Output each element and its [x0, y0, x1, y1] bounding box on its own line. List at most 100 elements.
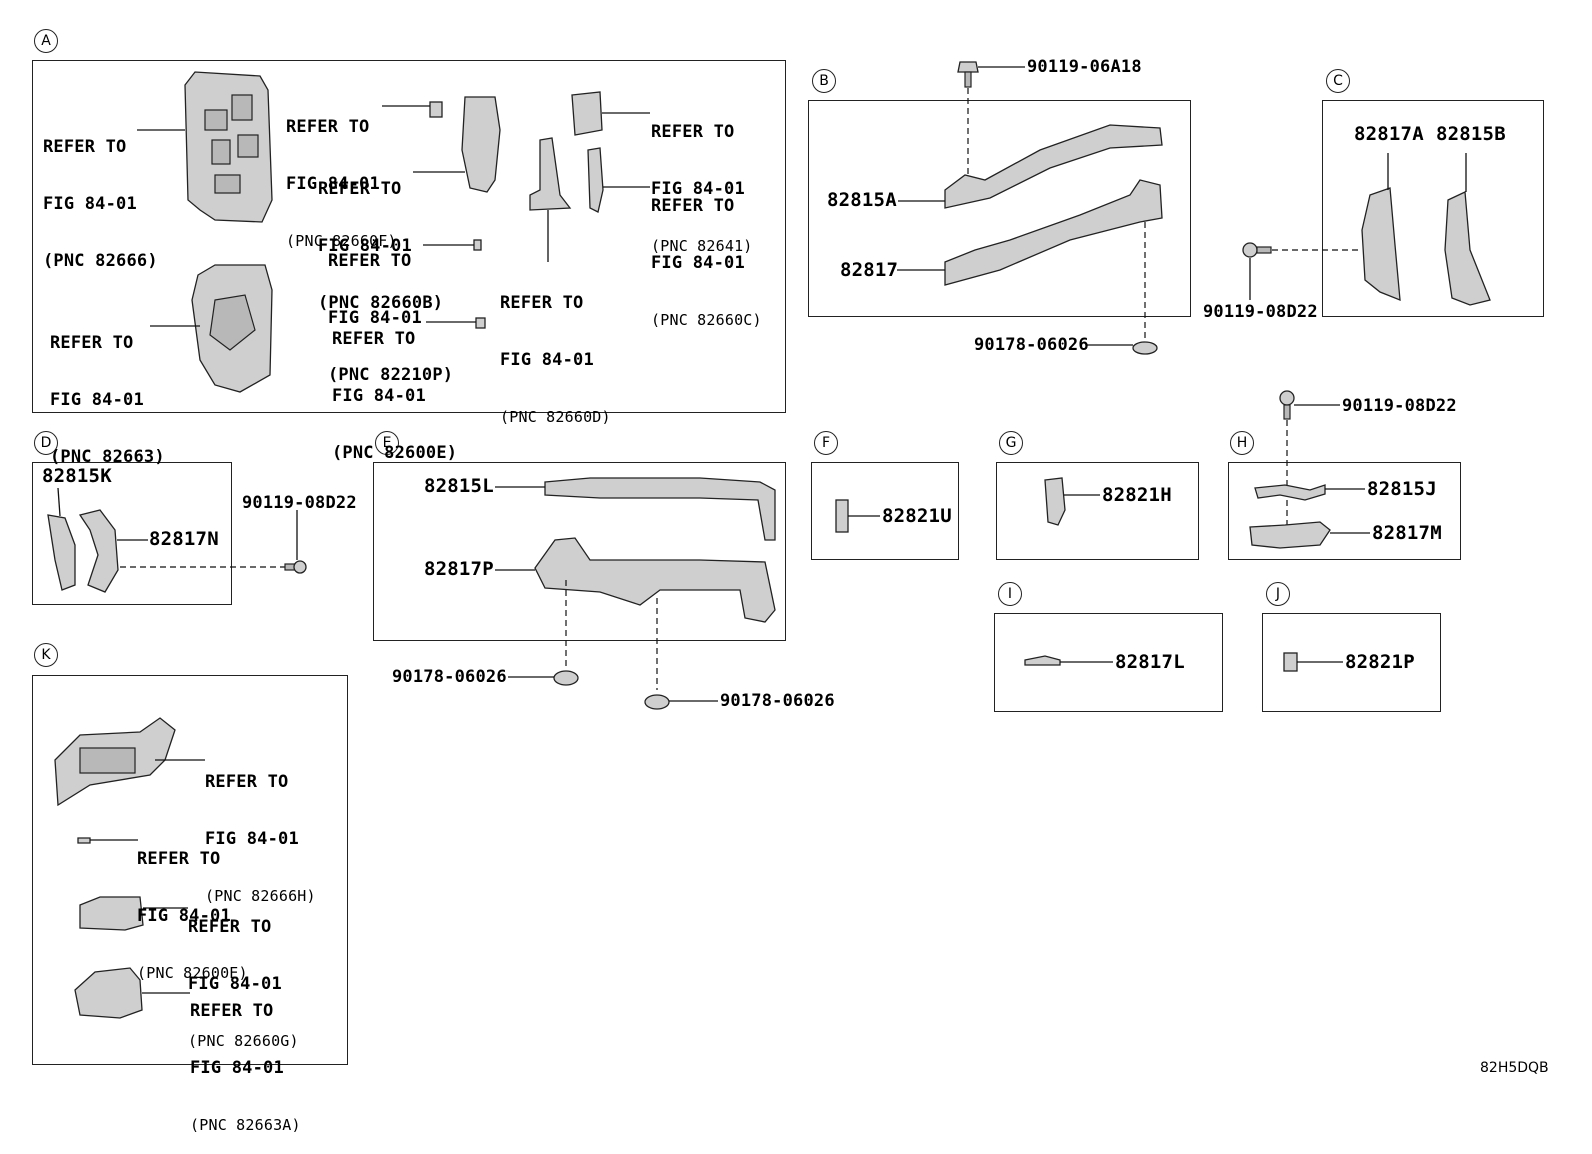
part-label-c-b: 82815B [1436, 123, 1506, 145]
pnc-text: (PNC 82210P) [328, 365, 454, 385]
section-marker-i: I [998, 582, 1022, 606]
refer-label-k1: REFER TO FIG 84-01 (PNC 82666H) [205, 735, 316, 925]
fig-ref-text: FIG 84-01 [137, 906, 231, 926]
pnc-text: (PNC 82660G) [188, 1032, 299, 1050]
refer-to-text: REFER TO [500, 293, 584, 313]
part-label-d-a: 82815K [42, 465, 112, 487]
clip-e2-90178-06026-part [644, 694, 670, 710]
section-marker-e: E [375, 431, 399, 455]
bracket-82666h-part [54, 717, 176, 807]
bolt-90119-06a18-part [957, 61, 979, 88]
harness-lower-82817-part [944, 179, 1163, 286]
panel-h [1228, 462, 1461, 560]
refer-label-a2: REFER TO FIG 84-01 (PNC 82660F) [286, 80, 397, 270]
part-label-b-upper: 82815A [827, 189, 897, 211]
part-label-f: 82821U [882, 505, 952, 527]
connector-82660f-part [429, 101, 443, 118]
refer-label-k4: REFER TO FIG 84-01 (PNC 82663A) [190, 964, 301, 1154]
fig-ref-text: FIG 84-01 [500, 350, 594, 370]
block-82660b-part [461, 96, 501, 193]
relay-82641-part [571, 91, 603, 136]
part-label-e-clip2: 90178-06026 [720, 691, 835, 711]
panel-d [32, 462, 232, 605]
fuse-82600e-part [475, 317, 486, 329]
bracket-82815b-part [1444, 191, 1491, 306]
panel-g [996, 462, 1199, 560]
panel-b [808, 100, 1191, 317]
refer-label-a3: REFER TO FIG 84-01 (PNC 82660B) [318, 142, 443, 332]
refer-to-text: REFER TO [286, 117, 370, 137]
parts-artwork [47, 61, 1491, 1019]
diagram-code: 82H5DQB [1480, 1060, 1549, 1076]
pnc-text: (PNC 82660D) [500, 408, 611, 426]
refer-to-text: REFER TO [190, 1001, 274, 1021]
refer-to-text: REFER TO [205, 772, 289, 792]
section-marker-c: C [1326, 69, 1350, 93]
harness-82815j-part [1254, 484, 1326, 501]
part-label-i: 82817L [1115, 651, 1185, 673]
panel-a [32, 60, 786, 413]
pnc-text: (PNC 82660B) [318, 293, 444, 313]
fig-ref-text: FIG 84-01 [205, 829, 299, 849]
part-label-b-clip: 90178-06026 [974, 335, 1089, 355]
block-82660g-part [79, 896, 144, 931]
clip-e1-90178-06026-part [553, 670, 579, 686]
bracket-82817a-part [1361, 187, 1401, 301]
part-label-h-bolt: 90119-08D22 [1342, 396, 1457, 416]
refer-to-text: REFER TO [328, 251, 412, 271]
part-label-e-upper: 82815L [424, 475, 494, 497]
panel-e [373, 462, 786, 641]
fig-ref-text: FIG 84-01 [286, 174, 380, 194]
pnc-text: (PNC 82666) [43, 251, 158, 271]
fuse-82210p-part [473, 239, 482, 251]
pnc-text: (PNC 82600E) [137, 964, 248, 982]
bracket-82817n-part [78, 509, 119, 593]
panel-k [32, 675, 348, 1065]
harness-upper-82815a-part [944, 124, 1163, 209]
part-label-g: 82821H [1102, 484, 1172, 506]
bolt-d-90119-08d22-part [284, 560, 307, 574]
clip-82817l-part [1024, 655, 1061, 666]
fuse-k-82600e-part [77, 837, 91, 844]
section-marker-k: K [34, 643, 58, 667]
refer-label-a4: REFER TO FIG 84-01 (PNC 82210P) [328, 214, 453, 404]
fig-ref-text: FIG 84-01 [332, 386, 426, 406]
part-label-b-lower: 82817 [840, 259, 899, 281]
pnc-text: (PNC 82666H) [205, 887, 316, 905]
harness-lower-82817p-part [534, 537, 776, 623]
harness-upper-82815l-part [544, 477, 776, 541]
section-marker-j: J [1266, 582, 1290, 606]
part-label-h-upper: 82815J [1367, 478, 1437, 500]
panel-i [994, 613, 1223, 712]
clip-82821p-part [1283, 652, 1298, 672]
refer-label-k3: REFER TO FIG 84-01 (PNC 82660G) [188, 880, 299, 1070]
fig-ref-text: FIG 84-01 [651, 179, 745, 199]
bolt-c-90119-08d22-part [1242, 242, 1272, 258]
clip-82821u-part [835, 499, 849, 533]
bracket-82815k-part [47, 514, 76, 591]
pnc-text: (PNC 82663A) [190, 1116, 301, 1134]
part-label-c-bolt: 90119-08D22 [1203, 302, 1318, 322]
refer-label-a7: REFER TO FIG 84-01 (PNC 82641) [651, 85, 753, 275]
refer-label-k2: REFER TO FIG 84-01 (PNC 82600E) [137, 812, 248, 1002]
pnc-text: (PNC 82600E) [332, 443, 458, 463]
fig-ref-text: FIG 84-01 [188, 974, 282, 994]
refer-label-a9: REFER TO FIG 84-01 (PNC 82660D) [500, 256, 611, 446]
refer-label-a5: REFER TO FIG 84-01 (PNC 82600E) [332, 292, 457, 482]
bolt-h-90119-08d22-part [1279, 390, 1295, 420]
section-marker-h: H [1230, 431, 1254, 455]
panel-f [811, 462, 959, 560]
cover-82663-part [191, 264, 273, 393]
part-label-b-bolt: 90119-06A18 [1027, 57, 1142, 77]
fig-ref-text: FIG 84-01 [43, 194, 137, 214]
section-marker-b: B [812, 69, 836, 93]
harness-82817m-part [1249, 521, 1331, 549]
refer-to-text: REFER TO [651, 196, 735, 216]
fig-ref-text: FIG 84-01 [190, 1058, 284, 1078]
connector-82660c-part [587, 147, 604, 213]
refer-to-text: REFER TO [318, 179, 402, 199]
fig-ref-text: FIG 84-01 [651, 253, 745, 273]
part-label-e-clip1: 90178-06026 [392, 667, 507, 687]
refer-to-text: REFER TO [651, 122, 735, 142]
refer-label-a1: REFER TO FIG 84-01 (PNC 82666) [43, 100, 158, 290]
